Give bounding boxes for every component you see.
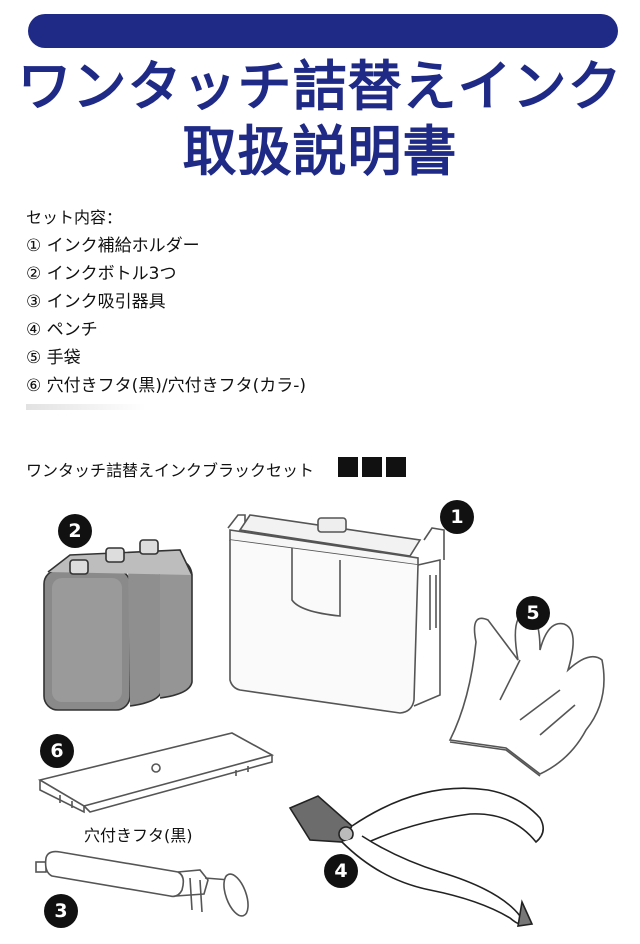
set-title: ワンタッチ詰替えインクブラックセット (26, 461, 315, 480)
contents-item: ① インク補給ホルダー (26, 236, 200, 256)
black-square (362, 457, 382, 477)
page-title-line2: 取扱説明書 (182, 120, 458, 183)
top-banner-bar (28, 14, 618, 48)
page-title-line1: ワンタッチ詰替えインク (17, 55, 623, 118)
contents-item: ④ ペンチ (26, 320, 98, 340)
badge-2: 2 (58, 514, 92, 548)
syringe-illustration (35, 850, 249, 917)
contents-item: ⑥ 穴付きフタ(黒)/穴付きフタ(カラ-) (26, 376, 307, 396)
pliers-illustration (288, 787, 544, 927)
badge-3: 3 (44, 894, 78, 928)
badge-6: 6 (40, 734, 74, 768)
ink-bottles-illustration (43, 539, 193, 711)
contents-item: ⑤ 手袋 (26, 348, 81, 368)
lid-caption: 穴付きフタ(黒) (84, 826, 193, 845)
faded-text-remnant (26, 404, 146, 410)
black-square (338, 457, 358, 477)
ink-holder-illustration (227, 514, 445, 714)
lid-illustration (37, 732, 275, 814)
black-squares (338, 457, 406, 477)
contents-list: ① インク補給ホルダー ② インクボトル3つ ③ インク吸引器具 ④ ペンチ ⑤… (26, 232, 306, 400)
gloves-illustration (448, 611, 605, 777)
contents-item: ② インクボトル3つ (26, 264, 177, 284)
badge-5: 5 (516, 596, 550, 630)
badge-1: 1 (440, 500, 474, 534)
contents-heading: セット内容： (26, 208, 123, 227)
contents-item: ③ インク吸引器具 (26, 292, 166, 312)
black-square (386, 457, 406, 477)
badge-4: 4 (324, 854, 358, 888)
